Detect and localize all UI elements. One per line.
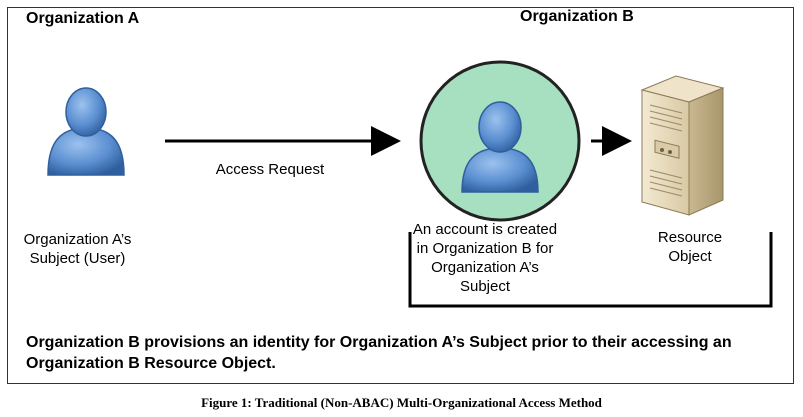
resource-label: Resource Object [640,228,740,266]
figure-frame [7,7,794,384]
org-a-heading: Organization A [26,10,140,27]
user-b-account-icon [461,101,539,193]
bracket-connector [408,232,773,308]
figure-caption: Figure 1: Traditional (Non-ABAC) Multi-O… [201,395,602,410]
subject-label: Organization A’s Subject (User) [10,230,145,268]
account-label-line: Subject [459,278,511,295]
server-icon [640,75,725,216]
account-label-line: Organization A’s [431,259,539,276]
account-label: An account is created in Organization B … [405,220,565,296]
provisioning-statement: Organization B provisions an identity fo… [26,334,732,372]
account-label-line: in Organization B for [416,240,554,257]
subject-label-line2: Subject (User) [29,250,126,267]
org-b-heading: Organization B [520,8,634,25]
access-request-label: Access Request [215,161,325,178]
resource-label-line: Resource [657,229,723,246]
account-label-line: An account is created [412,221,558,238]
resource-label-line: Object [668,248,712,265]
subject-label-line1: Organization A’s [23,231,132,248]
user-a-icon [47,87,125,176]
